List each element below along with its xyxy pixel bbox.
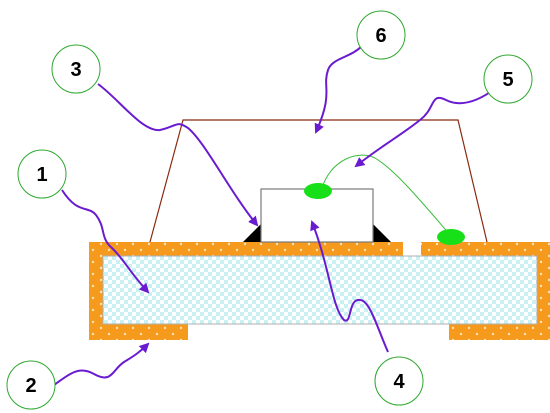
substrate <box>102 255 538 325</box>
callout-4: 4 <box>374 356 424 406</box>
leader-lines <box>53 45 497 386</box>
callout-6-label: 6 <box>375 25 386 47</box>
bond-ball-pad <box>437 229 465 245</box>
callout-5-label: 5 <box>502 69 513 91</box>
callout-1-label: 1 <box>36 164 47 186</box>
callout-3-circle <box>51 44 101 94</box>
callout-1-circle <box>17 149 67 199</box>
callout-5: 5 <box>483 54 533 104</box>
lead-frame <box>89 242 550 340</box>
callout-3-label: 3 <box>70 59 81 81</box>
left-pad <box>89 242 403 340</box>
callout-2-circle <box>6 360 56 410</box>
callout-2-label: 2 <box>25 375 36 397</box>
leader-line-6 <box>314 45 363 134</box>
right-pad <box>421 242 550 340</box>
leader-line-1 <box>61 189 150 294</box>
callout-4-circle <box>374 356 424 406</box>
callout-6: 6 <box>356 10 406 60</box>
callout-2: 2 <box>6 360 56 410</box>
bond-wire <box>320 154 452 237</box>
die-attach-right <box>373 224 391 242</box>
bond-ball-chip <box>304 183 332 199</box>
callout-3: 3 <box>51 44 101 94</box>
callout-1: 1 <box>17 149 67 199</box>
leader-line-3 <box>97 83 259 227</box>
leader-line-2 <box>53 342 150 386</box>
leader-line-4 <box>310 220 389 353</box>
callout-5-circle <box>483 54 533 104</box>
die-attach-left <box>243 224 261 242</box>
callout-6-circle <box>356 10 406 60</box>
leader-line-5 <box>354 87 497 168</box>
callout-4-label: 4 <box>393 371 405 393</box>
